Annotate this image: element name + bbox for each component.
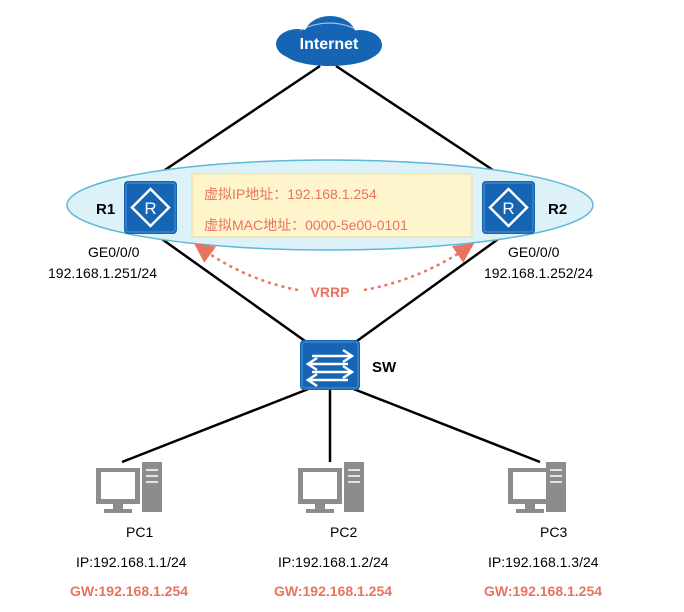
link-internet-r1 <box>149 64 321 182</box>
internet-label: Internet <box>300 36 359 53</box>
router-r1-label: R1 <box>96 201 115 218</box>
link-sw-pc3 <box>345 384 541 464</box>
switch-icon <box>300 340 360 390</box>
link-r1-sw <box>151 230 313 348</box>
pc1-ip: IP:192.168.1.1/24 <box>76 554 187 570</box>
svg-text:R: R <box>502 199 514 218</box>
pc2-icon <box>298 462 364 513</box>
pc3-label: PC3 <box>540 524 567 540</box>
router-r1-interface: GE0/0/0 <box>88 244 140 260</box>
virtual-ip-text: 虚拟IP地址：192.168.1.254 <box>204 186 377 202</box>
vrrp-label: VRRP <box>311 284 350 300</box>
link-sw-pc1 <box>121 384 317 464</box>
router-r2-interface: GE0/0/0 <box>508 244 560 260</box>
pc3-gw: GW:192.168.1.254 <box>484 583 602 599</box>
svg-text:R: R <box>144 199 156 218</box>
router-r1-icon: R <box>124 181 177 234</box>
pc1-label: PC1 <box>126 524 153 540</box>
link-internet-r2 <box>335 64 509 182</box>
pc3-ip: IP:192.168.1.3/24 <box>488 554 599 570</box>
link-r2-sw <box>349 230 509 348</box>
vrrp-arrow-right <box>363 243 475 292</box>
vrrp-arrow-left <box>193 243 299 292</box>
pc3-icon <box>508 462 566 513</box>
pc2-gw: GW:192.168.1.254 <box>274 583 392 599</box>
internet-cloud-icon <box>276 16 382 66</box>
virtual-mac-text: 虚拟MAC地址：0000-5e00-0101 <box>204 217 408 233</box>
router-r2-label: R2 <box>548 201 567 218</box>
virtual-address-box <box>191 173 473 238</box>
pc1-gw: GW:192.168.1.254 <box>70 583 188 599</box>
pc2-label: PC2 <box>330 524 357 540</box>
pc1-icon <box>96 462 162 513</box>
router-r2-ip: 192.168.1.252/24 <box>484 265 593 281</box>
router-r2-icon: R <box>482 181 535 234</box>
links <box>121 64 541 464</box>
router-r1-ip: 192.168.1.251/24 <box>48 265 157 281</box>
switch-label: SW <box>372 359 397 376</box>
pc2-ip: IP:192.168.1.2/24 <box>278 554 389 570</box>
